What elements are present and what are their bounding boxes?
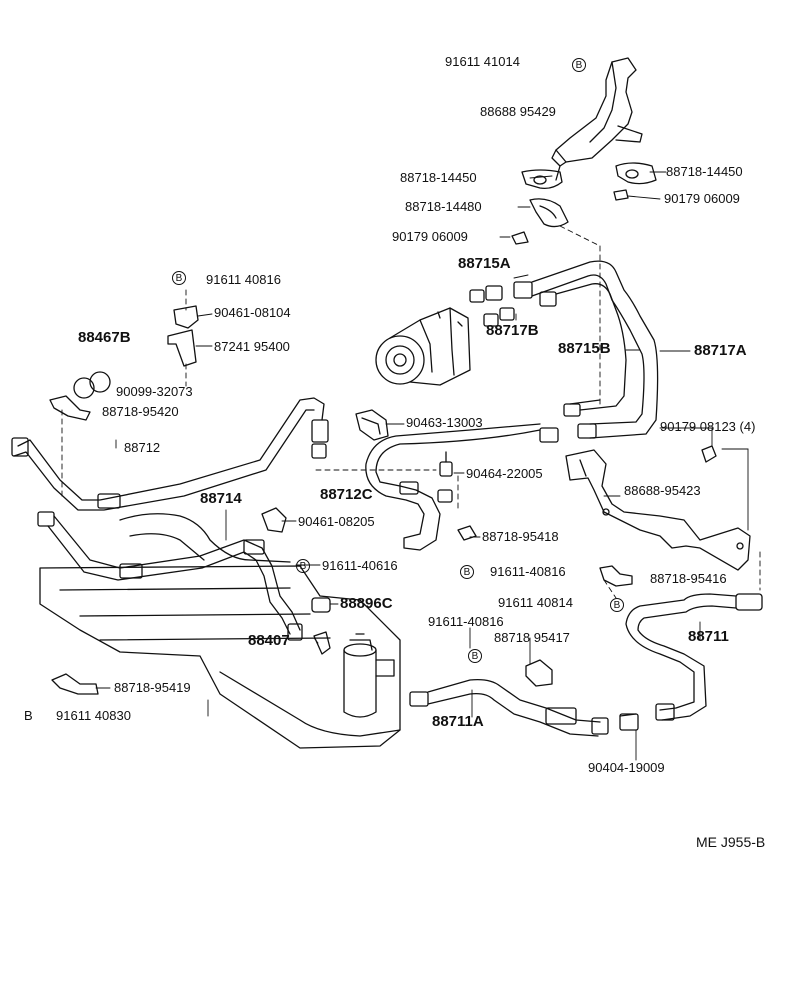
- label-88718-95420: 88718-95420: [102, 404, 179, 419]
- label-88718-95419: 88718-95419: [114, 680, 191, 695]
- label-91611-40830: 91611 40830: [56, 708, 131, 723]
- compressor: [375, 307, 471, 386]
- receiver-dryer: [343, 633, 395, 718]
- clamp-88718-95420: [49, 395, 91, 421]
- clamp-88718-95418: [457, 525, 477, 541]
- hose-88712: [11, 397, 329, 511]
- label-88688-95423: 88688-95423: [624, 483, 701, 498]
- label-90464-22005: 90464-22005: [466, 466, 543, 481]
- marker-b: B: [296, 559, 310, 573]
- label-91611-40816-top: 91611 40816: [206, 272, 281, 287]
- leader-lines: [95, 171, 749, 761]
- bolt-90179-08123: [701, 445, 717, 463]
- label-88712: 88712: [124, 440, 161, 455]
- label-88717A: 88717A: [694, 342, 747, 359]
- pressure-switch-90464-22005: [439, 451, 453, 477]
- label-90461-08205: 90461-08205: [298, 514, 375, 529]
- label-88714: 88714: [200, 490, 242, 507]
- marker-b: B: [610, 598, 624, 612]
- clamp-88718-95416: [599, 565, 633, 587]
- hose-88714: [37, 511, 303, 641]
- label-91611-40816-low: 91611-40816: [428, 614, 504, 629]
- label-91611-40814: 91611 40814: [498, 595, 573, 610]
- marker-b: B: [468, 649, 482, 663]
- label-88718-95416: 88718-95416: [650, 571, 727, 586]
- condenser: [39, 513, 401, 749]
- hose-88715A: [469, 260, 659, 439]
- clamp-88718-95417: [525, 659, 553, 687]
- clamp-90461-08104: [173, 305, 199, 329]
- clamp-88718-14450-right: [615, 162, 657, 185]
- marker-b: B: [572, 58, 586, 72]
- bracket-87241-95400: [167, 329, 197, 367]
- label-90099-32073: 90099-32073: [116, 384, 193, 399]
- grommet-90179-06009: [511, 189, 629, 245]
- diagram-code: ME J955-B: [696, 834, 766, 850]
- label-88718-14450-right: 88718-14450: [666, 164, 743, 179]
- label-90404-19009: 90404-19009: [588, 760, 665, 775]
- clamp-90463-13003: [355, 409, 389, 441]
- label-88896C: 88896C: [340, 595, 393, 612]
- hose-88711: [625, 593, 763, 721]
- marker-b-text: B: [24, 708, 33, 723]
- label-90463-13003: 90463-13003: [406, 415, 483, 430]
- label-90179-06009-right: 90179 06009: [664, 191, 740, 206]
- clamp-90461-08205: [261, 507, 287, 533]
- label-90179-06009-left: 90179 06009: [392, 229, 468, 244]
- label-91611-40816-mid: 91611-40816: [490, 564, 566, 579]
- label-88712C: 88712C: [320, 486, 373, 503]
- cap-88896C: [311, 597, 331, 613]
- clamp-88718-14480: [529, 198, 569, 228]
- clamp-88718-95419: [51, 673, 99, 695]
- clamp-88718-14450-left: [521, 169, 563, 190]
- label-91611-41014: 91611 41014: [445, 54, 520, 69]
- label-88467B: 88467B: [78, 329, 131, 346]
- label-87241-95400: 87241 95400: [214, 339, 290, 354]
- label-88688-95429: 88688 95429: [480, 104, 556, 119]
- label-91611-40616: 91611-40616: [322, 558, 398, 573]
- label-90179-08123: 90179 08123 (4): [660, 419, 756, 434]
- label-88715B: 88715B: [558, 340, 611, 357]
- label-88711: 88711: [688, 628, 729, 645]
- grommet-90099-32073: [73, 371, 111, 399]
- label-90461-08104: 90461-08104: [214, 305, 291, 320]
- label-88711A: 88711A: [432, 713, 484, 730]
- fitting-88407: [313, 631, 331, 655]
- bracket-88688-95429: [551, 57, 643, 181]
- label-88718-95417: 88718 95417: [494, 630, 570, 645]
- hose-88717B: [483, 283, 627, 411]
- marker-b: B: [460, 565, 474, 579]
- label-88718-14480: 88718-14480: [405, 199, 482, 214]
- hose-88712C: [365, 399, 601, 551]
- dashed-lines: [61, 225, 761, 599]
- label-88718-95418: 88718-95418: [482, 529, 559, 544]
- bracket-88688-95423: [565, 449, 751, 571]
- marker-b: B: [172, 271, 186, 285]
- label-88717B: 88717B: [486, 322, 539, 339]
- label-88407: 88407: [248, 632, 290, 649]
- fitting-90404-19009: [619, 713, 637, 717]
- label-88718-14450-left: 88718-14450: [400, 170, 477, 185]
- label-88715A: 88715A: [458, 255, 511, 272]
